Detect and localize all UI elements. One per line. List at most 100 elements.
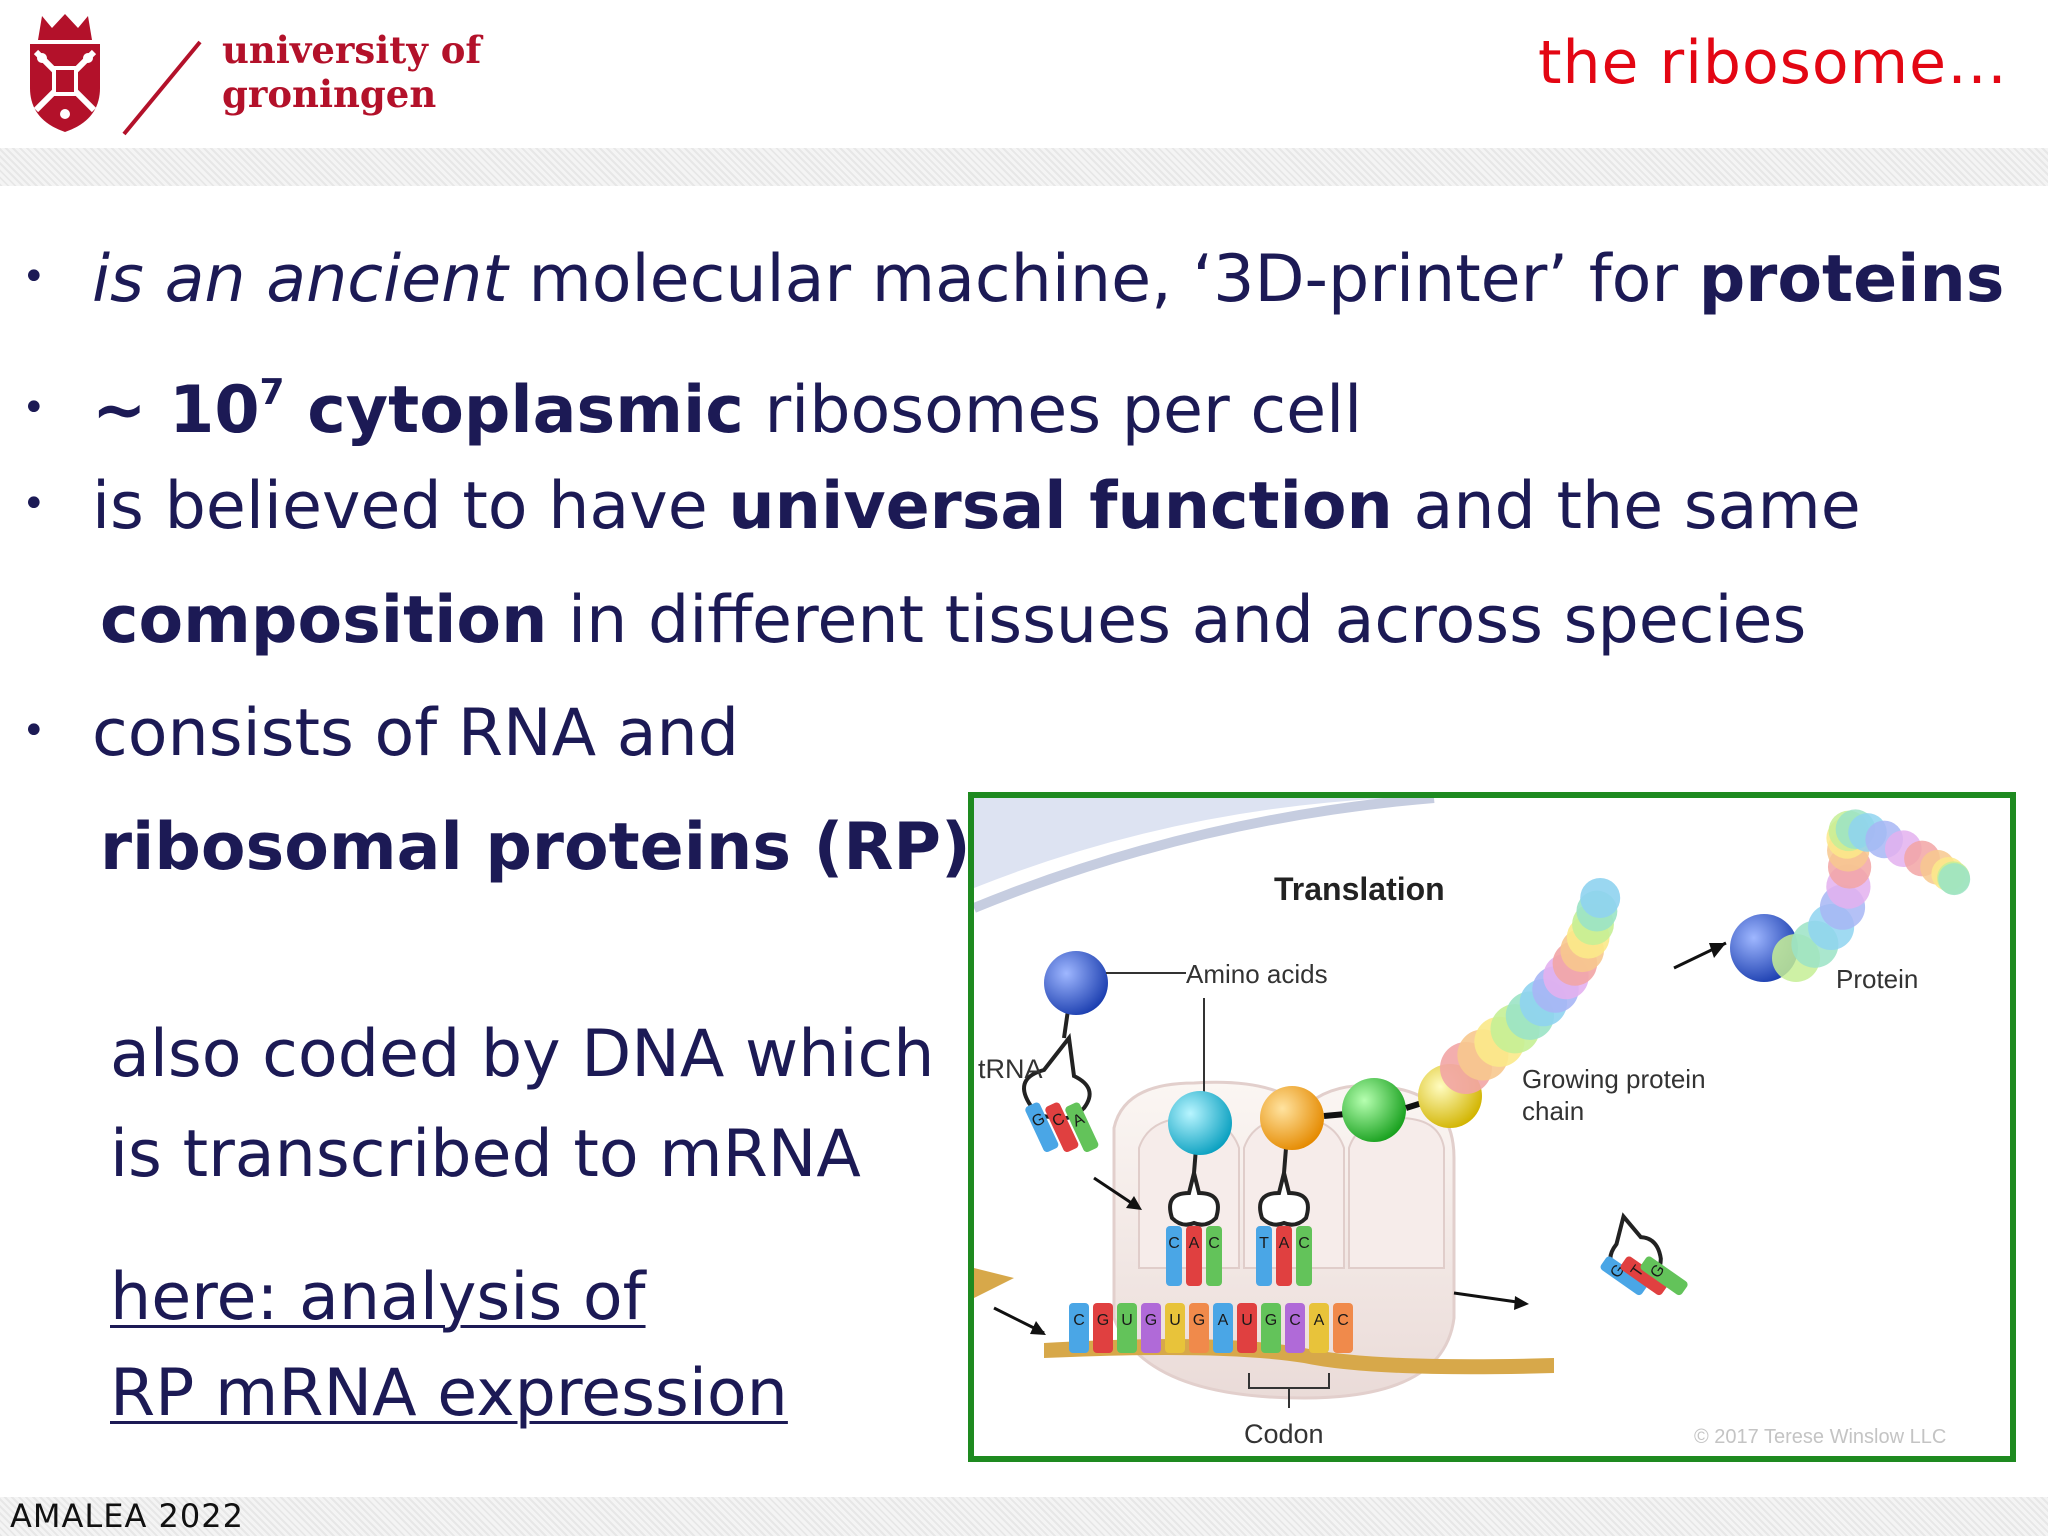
svg-text:C: C (1298, 1235, 1310, 1252)
mrna-base: U (1165, 1303, 1185, 1353)
mrna-base: U (1237, 1303, 1257, 1353)
bullet-2-text: ribosomes per cell (743, 373, 1363, 448)
amino-acid-green (1342, 1078, 1406, 1142)
analysis-link-line-1[interactable]: here: analysis of (110, 1260, 646, 1335)
cell-membrane-arc (974, 798, 1394, 888)
bullet-3-bold-2: composition (100, 583, 548, 658)
bullet-3-bold-1: universal function (728, 469, 1393, 544)
label-growing-protein-2: chain (1522, 1096, 1584, 1126)
bullet-3-text-3: in different tissues and across species (547, 583, 1807, 658)
svg-text:A: A (1189, 1235, 1200, 1252)
bullet-4-text: consists of RNA and (92, 696, 740, 771)
trna-base: C (1166, 1226, 1182, 1286)
label-amino-acids: Amino acids (1186, 959, 1328, 989)
amino-acid-orange (1260, 1086, 1324, 1150)
svg-text:C: C (1073, 1312, 1085, 1329)
arrow-to-protein (1709, 943, 1726, 958)
bullet-dot: • (22, 480, 46, 527)
mrna-base: C (1333, 1303, 1353, 1353)
bullet-dot: • (22, 384, 46, 431)
mrna-base: A (1309, 1303, 1329, 1353)
svg-text:A: A (1314, 1312, 1325, 1329)
bullet-3-text-2: and the same (1392, 469, 1861, 544)
amino-acid-blue (1044, 951, 1108, 1015)
svg-text:G: G (1145, 1312, 1157, 1329)
university-logo-line1: university of (222, 28, 482, 72)
trna-base: A (1186, 1226, 1202, 1286)
bullet-3: •is believed to have universal function … (22, 467, 1861, 550)
codon-bracket: Codon (1244, 1373, 1330, 1449)
bullet-2-superscript: 7 (259, 372, 285, 413)
svg-text:G: G (1097, 1312, 1109, 1329)
header-bar (0, 0, 2048, 150)
footer-text: AMALEA 2022 (10, 1497, 244, 1535)
analysis-link-line-2[interactable]: RP mRNA expression (110, 1356, 788, 1431)
svg-text:C: C (1208, 1235, 1220, 1252)
bullet-1-italic: is an ancient (92, 242, 508, 317)
label-protein: Protein (1836, 964, 1918, 994)
arrow-mrna-entry (1030, 1321, 1046, 1335)
trna-base: G (1640, 1256, 1688, 1296)
svg-text:U: U (1169, 1312, 1181, 1329)
label-growing-protein-1: Growing protein (1522, 1064, 1706, 1094)
mrna-base: C (1285, 1303, 1305, 1353)
svg-text:C: C (1168, 1235, 1180, 1252)
mrna-base: C (1069, 1303, 1089, 1353)
label-trna: tRNA (978, 1054, 1043, 1084)
protein-chain (1730, 809, 1971, 982)
bullet-2: • ~ 107 cytoplasmic ribosomes per cell (22, 353, 1362, 454)
trna-base: C (1296, 1226, 1312, 1286)
figure-copyright: © 2017 Terese Winslow LLC (1694, 1426, 1946, 1448)
footer-stripe (0, 1497, 2048, 1536)
bullet-2-bold: cytoplasmic (284, 373, 744, 448)
bullet-3-continuation: composition in different tissues and acr… (100, 581, 1806, 661)
trna-base: C (1206, 1226, 1222, 1286)
mrna-base: A (1213, 1303, 1233, 1353)
bullet-1-text: molecular machine, ‘3D-printer’ for (507, 242, 1699, 317)
mrna-base: G (1261, 1303, 1281, 1353)
bullet-4-continuation: ribosomal proteins (RP) (100, 808, 971, 888)
body-line-2: is transcribed to mRNA (110, 1117, 861, 1192)
svg-text:G: G (1193, 1312, 1205, 1329)
svg-text:C: C (1289, 1312, 1301, 1329)
university-logo-line2: groningen (222, 72, 437, 116)
header-divider-stripe (0, 148, 2048, 186)
bullet-4-bold: ribosomal proteins (RP) (100, 810, 971, 885)
body-line-1: also coded by DNA which (110, 1017, 935, 1092)
bullet-1: • is an ancient molecular machine, ‘3D-pr… (22, 240, 2004, 323)
university-logo-text: university of groningen (222, 28, 481, 116)
svg-text:T: T (1259, 1235, 1269, 1252)
arrow-trna-exit (1514, 1296, 1529, 1310)
trna-base: G (1025, 1102, 1059, 1152)
bullet-2-prefix: ~ 10 (92, 373, 260, 448)
growing-protein-chain (1440, 878, 1621, 1094)
mrna-base: G (1141, 1303, 1161, 1353)
bullet-1-bold: proteins (1698, 242, 2005, 317)
chain-residue (1580, 878, 1621, 918)
figure-title: Translation (1274, 871, 1445, 907)
bullet-dot: • (22, 253, 46, 300)
svg-text:U: U (1241, 1312, 1253, 1329)
mrna-base: U (1117, 1303, 1137, 1353)
trna-base: A (1065, 1102, 1099, 1152)
label-codon: Codon (1244, 1419, 1324, 1449)
trna-base: A (1276, 1226, 1292, 1286)
trna-base: C (1045, 1102, 1079, 1152)
svg-text:C: C (1337, 1312, 1349, 1329)
svg-text:A: A (1279, 1235, 1290, 1252)
mrna-base: G (1093, 1303, 1113, 1353)
mrna-base: G (1189, 1303, 1209, 1353)
svg-text:U: U (1121, 1312, 1133, 1329)
svg-text:G: G (1265, 1312, 1277, 1329)
svg-text:A: A (1218, 1312, 1229, 1329)
protein-residue (1938, 863, 1971, 896)
amino-acid-cyan (1168, 1091, 1232, 1155)
trna-base: T (1256, 1226, 1272, 1286)
logo-slash-mark (122, 40, 202, 136)
